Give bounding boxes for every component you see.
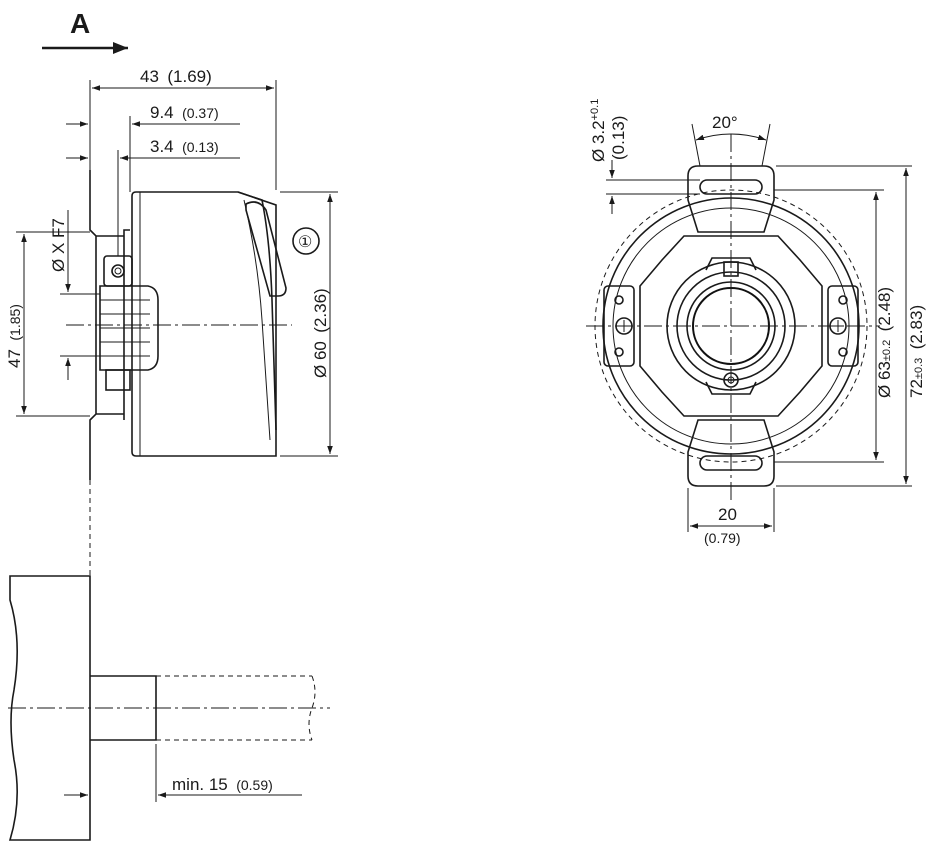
dim-3-4-alt: (0.13): [182, 139, 219, 155]
view-label: A: [70, 8, 90, 39]
dim-47-value: 47: [5, 349, 24, 368]
dim-72-alt: (2.83): [907, 305, 926, 349]
dim-43-alt: (1.69): [167, 67, 211, 86]
inner-plate: [639, 235, 823, 417]
dim-47-alt: (1.85): [7, 304, 23, 341]
dim-pcd-alt: (2.48): [875, 287, 894, 331]
dim-pcd-value: Ø 63: [875, 361, 894, 398]
dim-72-value: 72: [907, 379, 926, 398]
side-view: ① 43 (1.69) 9.4 (0.37) 3.4 (0.13): [5, 67, 338, 576]
dim-bore: Ø X F7: [49, 218, 68, 272]
dim-min-15-alt: (0.59): [236, 777, 273, 793]
cable-lever: [245, 201, 287, 297]
housing-cover: [237, 191, 277, 431]
front-view: 20° Ø 3.2+0.1 (0.13) 20 (0.79) Ø 63±0.2 …: [586, 99, 926, 546]
dim-72: 72±0.3 (2.83): [907, 305, 926, 398]
dim-pcd: Ø 63±0.2 (2.48): [875, 287, 894, 398]
dim-slot-value: Ø 3.2: [589, 120, 608, 162]
dim-60-value: Ø 60: [311, 341, 330, 378]
view-direction-indicator: A: [42, 8, 128, 54]
dim-60-alt: (2.36): [311, 288, 330, 332]
dim-angle: 20°: [712, 113, 738, 132]
dim-9-4-value: 9.4: [150, 103, 174, 122]
dim-9-4-alt: (0.37): [182, 105, 219, 121]
dim-43: 43 (1.69): [140, 67, 212, 86]
dim-43-value: 43: [140, 67, 159, 86]
clamp-connector: [99, 255, 159, 391]
dim-width-value: 20: [718, 505, 737, 524]
shaft-view: min. 15 (0.59): [8, 575, 330, 841]
dim-3-4-value: 3.4: [150, 137, 174, 156]
dim-slot-tol: +0.1: [589, 99, 601, 121]
dim-min-15: min. 15 (0.59): [172, 775, 273, 794]
callout-1-number: ①: [298, 234, 312, 251]
dim-min-15-value: min. 15: [172, 775, 228, 794]
dim-9-4: 9.4 (0.37): [150, 103, 219, 122]
encoder-housing: [131, 191, 277, 457]
dim-slot: Ø 3.2+0.1: [589, 99, 608, 162]
motor-body: [8, 575, 91, 841]
dim-pcd-tol: ±0.2: [881, 340, 893, 361]
dim-60: Ø 60 (2.36): [311, 288, 330, 378]
dim-3-4: 3.4 (0.13): [150, 137, 219, 156]
bottom-mounting-tab: [687, 419, 775, 487]
dim-47: 47 (1.85): [5, 304, 24, 368]
dim-slot-alt: (0.13): [609, 116, 628, 160]
top-mounting-tab: [687, 165, 775, 233]
dim-width-alt: (0.79): [704, 530, 741, 546]
dim-72-tol: ±0.3: [913, 358, 925, 379]
callout-1: ①: [292, 227, 320, 255]
